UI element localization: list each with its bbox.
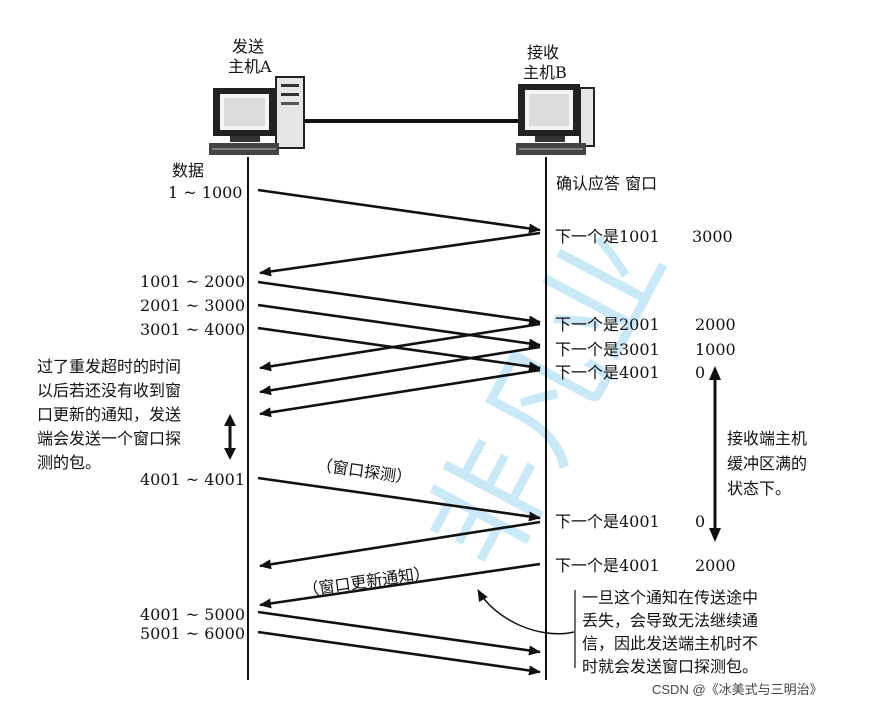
message-arrows [257,188,541,676]
ack-arrow [259,520,541,570]
callout-pointer-arrow [477,589,575,635]
segment-arrow [257,303,541,349]
ack-window-value: 0 [695,363,705,382]
ack-arrow [259,368,541,418]
ack-window-value: 2000 [695,315,736,334]
sender-label-line2: 主机A [228,57,272,76]
ack-window-value: 0 [695,512,705,531]
timeout-note-line: 口更新的通知，发送 [37,405,181,424]
buffer-note-line: 缓冲区满的 [727,454,807,473]
ack-label: 下一个是3001 [555,340,660,359]
segment-arrow [257,188,541,234]
segment-label: 1 ~ 1000 [168,183,242,202]
probe-label: （窗口探测） [315,455,413,487]
segment-label: 2001 ~ 3000 [140,296,245,315]
receiver-label-line1: 接收 [527,43,559,62]
window-update-arrow [259,562,541,609]
ack-window-value: 1000 [695,340,736,359]
window-update-label: （窗口更新通知） [302,563,431,600]
ack-arrow [259,322,541,372]
ack-label: 下一个是4001 [555,512,660,531]
ack-window-value: 3000 [692,227,733,246]
segment-label: 4001 ~ 5000 [140,605,245,624]
segment-label: 5001 ~ 6000 [140,624,245,643]
lost-notice-note-line: 丢失，会导致无法继续通 [582,611,758,630]
buffer-note-line: 状态下。 [727,479,791,498]
csdn-watermark: CSDN @《冰美式与三明治》 [652,682,823,697]
ack-label: 下一个是1001 [555,227,660,246]
host-b-computer-icon [516,84,595,155]
timeout-note-line: 测的包。 [37,453,101,472]
receiver-label-line2: 主机B [523,63,567,82]
ack-label: 下一个是4001 [555,363,660,382]
timeout-note-line: 端会发送一个窗口探 [37,429,181,448]
timeout-note-line: 过了重发超时的时间 [37,357,181,376]
timeout-double-arrow [224,414,236,460]
segment-label: 4001 ~ 4001 [140,470,245,489]
lost-notice-note-line: 一旦这个通知在传送途中 [582,588,758,607]
ack-label: 下一个是2001 [555,315,660,334]
probe-arrow [257,476,541,522]
ack-window-header: 确认应答 窗口 [556,174,657,193]
data-header: 数据 [172,161,204,180]
buffer-note-line: 接收端主机 [727,429,807,448]
segment-arrow [257,280,541,326]
ack-label: 下一个是4001 [555,556,660,575]
background-watermark: 非凡业 [401,208,693,591]
segment-arrow [257,610,541,656]
buffer-full-double-arrow [709,366,721,542]
ack-arrow [259,231,541,277]
ack-arrow [259,345,541,396]
segment-arrow [257,630,541,676]
host-a-computer-icon [209,76,305,155]
timeout-note-line: 以后若还没有收到窗 [37,381,181,400]
lost-notice-note-line: 时就会发送窗口探测包。 [582,657,758,676]
lost-notice-note-line: 信，因此发送端主机时不 [582,634,758,653]
segment-label: 1001 ~ 2000 [140,272,245,291]
segment-label: 3001 ~ 4000 [140,320,245,339]
sender-label-line1: 发送 [232,37,264,56]
segment-arrow [257,326,541,372]
ack-window-value: 2000 [695,556,736,575]
